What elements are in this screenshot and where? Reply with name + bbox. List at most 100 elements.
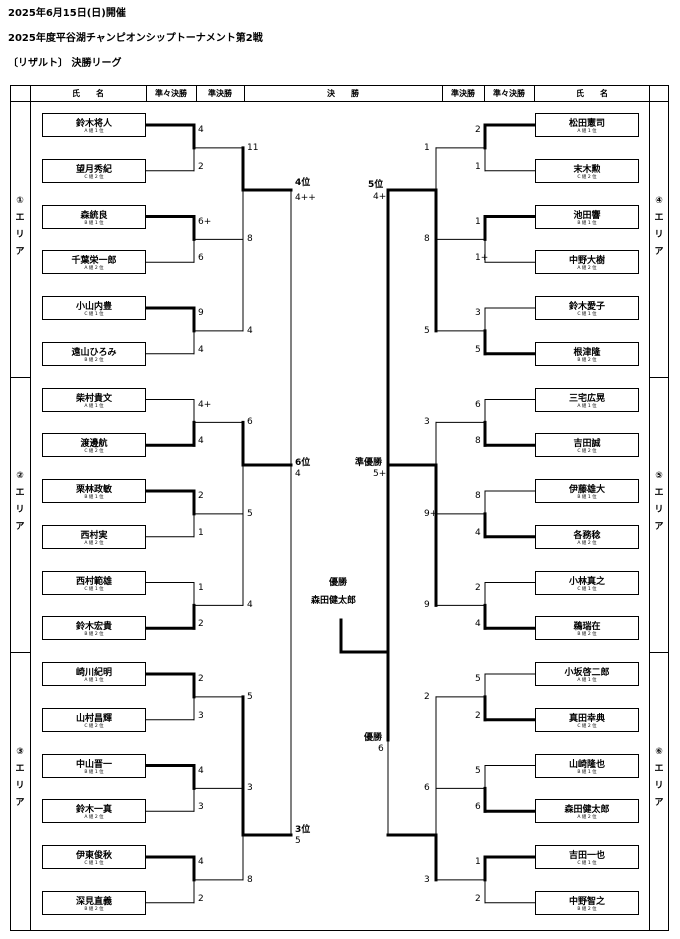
player-name: 小林真之 [568, 576, 605, 587]
player-name: 山崎隆也 [568, 759, 605, 770]
r2-score: 9 [424, 600, 430, 611]
player-group-rank: B 組 1 位 [577, 495, 597, 500]
final-rank-label: 3位 [295, 825, 311, 835]
col-divider [649, 85, 650, 931]
r2-score: 3 [424, 874, 430, 885]
r1-score: 5 [475, 344, 481, 355]
player-name: 中野智之 [568, 896, 605, 907]
player-name: 小山内豊 [75, 302, 112, 312]
player-group-rank: A 組 2 位 [577, 540, 597, 546]
r2-score: 5 [424, 325, 430, 336]
player-group-rank: B 組 1 位 [84, 220, 104, 226]
r2-score: 8 [424, 234, 430, 245]
bracket-frame [10, 85, 669, 931]
r2-score: 4 [247, 325, 253, 336]
r1-score: 6 [475, 399, 481, 410]
player-group-rank: A 組 1 位 [84, 129, 104, 134]
r1-score: 4 [198, 765, 204, 776]
player-name: 各務稔 [573, 530, 601, 541]
player-group-rank: C 組 1 位 [84, 861, 104, 866]
r1-score: 2 [198, 491, 204, 501]
r1-score: 6 [198, 253, 204, 264]
player-group-rank: C 組 1 位 [84, 312, 104, 317]
final-rank-label: 5位 [368, 180, 384, 190]
r2-score: 6 [424, 783, 430, 794]
r2-score: 6 [247, 417, 253, 428]
area-6-label: ⑥ エ リ ア [654, 747, 664, 808]
r1-score: 1+ [475, 253, 489, 264]
col-divider [146, 85, 147, 101]
r1-score: 5 [475, 674, 481, 684]
player-name: 根津隆 [573, 347, 601, 358]
player-group-rank: C 組 2 位 [84, 449, 104, 455]
col-semi-right: 準決勝 [451, 89, 475, 98]
player-name: 三宅広晃 [568, 393, 605, 404]
final-rank-label: 準優勝 [355, 458, 383, 468]
final-rank-label: 6位 [295, 458, 311, 468]
r1-score: 6+ [198, 216, 212, 227]
player-name: 吉田誠 [573, 439, 601, 450]
player-name: 鈴木一真 [75, 805, 112, 816]
player-name: 遠山ひろみ [71, 347, 117, 358]
player-group-rank: B 組 1 位 [577, 220, 597, 226]
col-name-left: 氏 名 [72, 89, 104, 98]
player-group-rank: A 組 2 位 [84, 540, 104, 546]
r1-score: 1 [198, 582, 204, 593]
r2-score: 3 [424, 417, 430, 428]
player-group-rank: A 組 2 位 [84, 266, 104, 272]
player-group-rank: A 組 1 位 [577, 129, 597, 134]
r1-score: 2 [475, 710, 481, 721]
champion-title: 優勝 [329, 578, 348, 588]
final-score: 5+ [373, 469, 387, 479]
player-name: 伊東俊秋 [75, 851, 112, 861]
r1-score: 9 [198, 308, 204, 318]
player-group-rank: B 組 2 位 [577, 906, 597, 912]
r1-score: 1 [198, 527, 204, 538]
player-name: 深見直義 [75, 896, 112, 907]
area-5-label: ⑤ エ リ ア [654, 471, 664, 532]
r1-score: 4 [475, 527, 481, 538]
player-group-rank: A 組 1 位 [84, 403, 104, 409]
r2-score: 3 [247, 783, 253, 794]
player-name: 渡邊航 [80, 439, 108, 450]
player-group-rank: B 組 2 位 [84, 906, 104, 912]
player-name: 柴村貴文 [75, 393, 112, 404]
r2-score: 5 [247, 508, 253, 519]
player-name: 森統良 [80, 210, 108, 221]
player-name: 西村範雄 [75, 576, 112, 587]
player-name: 中山晋一 [75, 759, 112, 770]
area-divider-right [649, 652, 669, 653]
champion-name: 森田健太郎 [311, 596, 357, 606]
col-divider [244, 85, 245, 101]
r1-score: 2 [198, 674, 204, 684]
final-score: 5 [295, 836, 301, 846]
player-name: 望月秀紀 [75, 164, 112, 175]
area-divider-left [10, 377, 30, 378]
r2-score: 8 [247, 874, 253, 885]
player-group-rank: A 組 1 位 [84, 678, 104, 683]
r2-score: 4 [247, 600, 253, 611]
